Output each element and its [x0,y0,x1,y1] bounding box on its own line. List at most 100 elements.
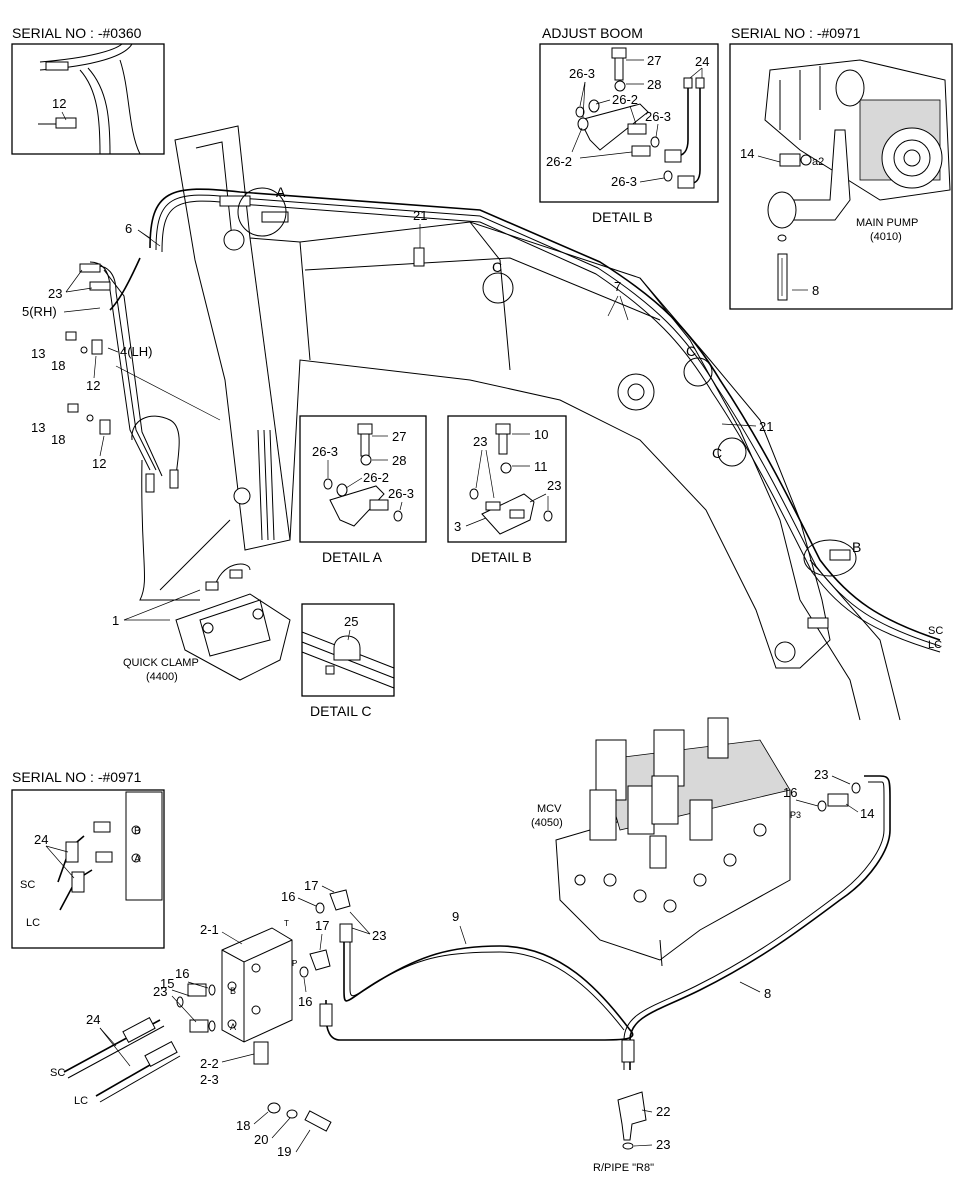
boom-assembly: A C C C B SC LC 21 6 23 5(RH) 4(LH) 13 1… [22,125,943,721]
callout-24: 24 [695,54,709,69]
callout-13: 13 [31,346,45,361]
quick-clamp-code: (4400) [146,671,178,683]
port-b-label: B [134,826,141,837]
callout-16: 16 [281,889,295,904]
panel-frame [729,43,953,310]
callout-28: 28 [392,453,406,468]
detail-c-label: DETAIL C [310,703,371,719]
callout-27: 27 [647,53,661,68]
callout-4lh: 4(LH) [120,344,153,359]
detail-b-frame [447,415,567,543]
mcv-label: MCV [537,803,562,815]
callout-15: 15 [160,976,174,991]
callout-19: 19 [277,1144,291,1159]
marker-detail-b: B [852,539,861,555]
detail-c-frame [301,603,395,697]
detail-b-panel: 10 11 23 23 3 DETAIL B [447,415,567,565]
callout-11: 11 [534,459,548,474]
marker-detail-c: C [712,445,722,461]
callout-12: 12 [86,378,100,393]
callout-10: 10 [534,427,548,442]
panel-adjust-boom: ADJUST BOOM 27 28 24 26-3 26-2 26-3 2 [539,25,719,225]
line-lc-label: LC [74,1095,88,1107]
valve-block [221,927,293,1043]
callout-18: 18 [51,432,65,447]
callout-16: 16 [298,994,312,1009]
marker-detail-a: A [276,184,286,200]
port-p3-label: P3 [790,810,801,820]
panel-title-serial-0971: SERIAL NO : -#0971 [731,25,861,41]
main-pump-label: MAIN PUMP [856,217,918,229]
callout-26-3: 26-3 [312,444,338,459]
panel-title-serial-0360: SERIAL NO : -#0360 [12,25,142,41]
detail-c-panel: 25 DETAIL C [301,603,395,719]
callout-26-2: 26-2 [546,154,572,169]
quick-clamp-label: QUICK CLAMP [123,657,199,669]
panel-frame [11,789,165,949]
panel-title-adjust-boom: ADJUST BOOM [542,25,643,41]
callout-24: 24 [86,1012,100,1027]
detail-b-mid-label: DETAIL B [471,549,532,565]
panel-serial-0360: SERIAL NO : -#0360 12 [11,25,165,155]
port-a-label: A [134,854,141,865]
callout-22: 22 [656,1104,670,1119]
callout-17: 17 [304,878,318,893]
detail-a-panel: 27 28 26-3 26-2 26-3 DETAIL A [299,415,427,565]
callout-26-3: 26-3 [645,109,671,124]
callout-18: 18 [236,1118,250,1133]
callout-16: 16 [783,785,797,800]
port-t-label: T [284,919,289,928]
callout-2-3: 2-3 [200,1072,219,1087]
callout-6: 6 [125,221,132,236]
callout-20: 20 [254,1132,268,1147]
callout-18: 18 [51,358,65,373]
callout-5rh: 5(RH) [22,304,57,319]
panel-main-pump: SERIAL NO : -#0971 a2 14 MAIN PUMP (4010… [729,25,953,310]
callout-23: 23 [48,286,62,301]
port-b-label: B [230,986,236,996]
marker-detail-c: C [686,343,696,359]
callout-17: 17 [315,918,329,933]
callout-28: 28 [647,77,661,92]
callout-26-3: 26-3 [388,486,414,501]
callout-12: 12 [92,456,106,471]
lower-hose-routing: 8 9 16 17 23 17 16 B A T P [50,775,891,1174]
panel-frame [11,43,165,155]
callout-26-2: 26-2 [612,92,638,107]
callout-23: 23 [153,984,167,999]
callout-7: 7 [614,279,621,294]
main-pump-code: (4010) [870,231,902,243]
callout-23: 23 [814,767,828,782]
callout-3: 3 [454,519,461,534]
callout-12: 12 [52,96,66,111]
callout-16: 16 [175,966,189,981]
port-a-label: A [230,1022,236,1032]
callout-8: 8 [764,986,771,1001]
line-sc-label: SC [928,625,943,637]
callout-14: 14 [860,806,874,821]
line-lc-label: LC [928,639,942,651]
panel-serial-0971-bottom: SERIAL NO : -#0971 B A 24 SC LC [11,769,165,949]
callout-27: 27 [392,429,406,444]
callout-23: 23 [473,434,487,449]
callout-26-2: 26-2 [363,470,389,485]
detail-a-label: DETAIL A [322,549,383,565]
callout-8: 8 [812,283,819,298]
panel-title-serial-0971-bottom: SERIAL NO : -#0971 [12,769,142,785]
callout-25: 25 [344,614,358,629]
port-p-label: P [292,959,297,968]
panel-frame [539,43,719,203]
line-sc-label: SC [50,1067,65,1079]
detail-b-label: DETAIL B [592,209,653,225]
callout-21: 21 [413,208,427,223]
callout-9: 9 [452,909,459,924]
callout-2-1: 2-1 [200,922,219,937]
port-a2-label: a2 [812,156,824,168]
callout-1: 1 [112,613,119,628]
callout-21: 21 [759,419,773,434]
rpipe-label: R/PIPE "R8" [593,1162,654,1174]
callout-13: 13 [31,420,45,435]
marker-detail-c: C [492,259,502,275]
line-sc-label: SC [20,879,35,891]
